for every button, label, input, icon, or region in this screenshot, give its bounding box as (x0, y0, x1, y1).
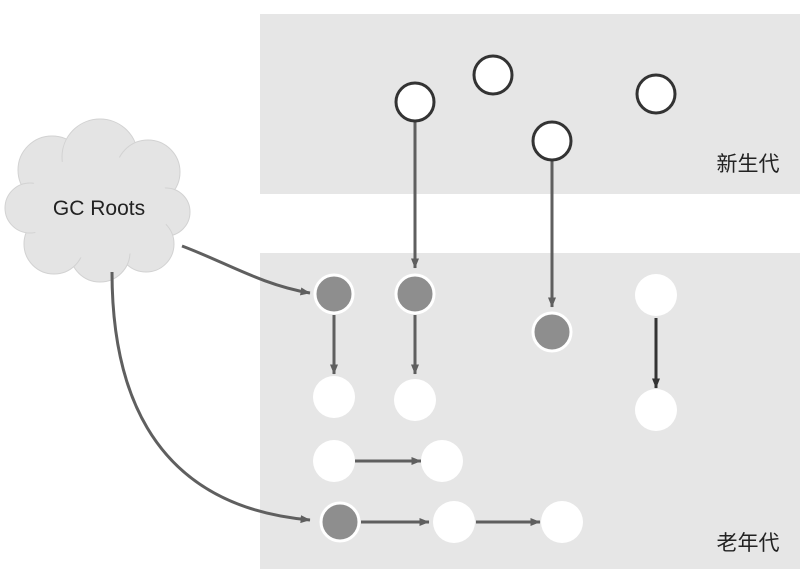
object-node (421, 440, 463, 482)
object-node (394, 379, 436, 421)
gc-roots-label: GC Roots (53, 197, 145, 220)
gc-roots-cloud-icon (4, 118, 191, 283)
young-generation-label: 新生代 (717, 152, 780, 176)
object-node (635, 274, 677, 316)
young-generation-region (260, 14, 800, 194)
object-node (541, 501, 583, 543)
reachable-object-node (394, 273, 436, 315)
object-node (472, 54, 514, 96)
object-node (313, 376, 355, 418)
old-generation-label: 老年代 (717, 531, 780, 555)
reachable-object-node (531, 311, 573, 353)
reachable-object-node (313, 273, 355, 315)
object-node (531, 120, 573, 162)
reference-arrow (181, 244, 311, 296)
object-node (433, 501, 475, 543)
object-node (635, 73, 677, 115)
reference-arrow (110, 271, 311, 524)
reachable-object-node (319, 501, 361, 543)
object-node (394, 81, 436, 123)
object-node (635, 389, 677, 431)
object-node (313, 440, 355, 482)
